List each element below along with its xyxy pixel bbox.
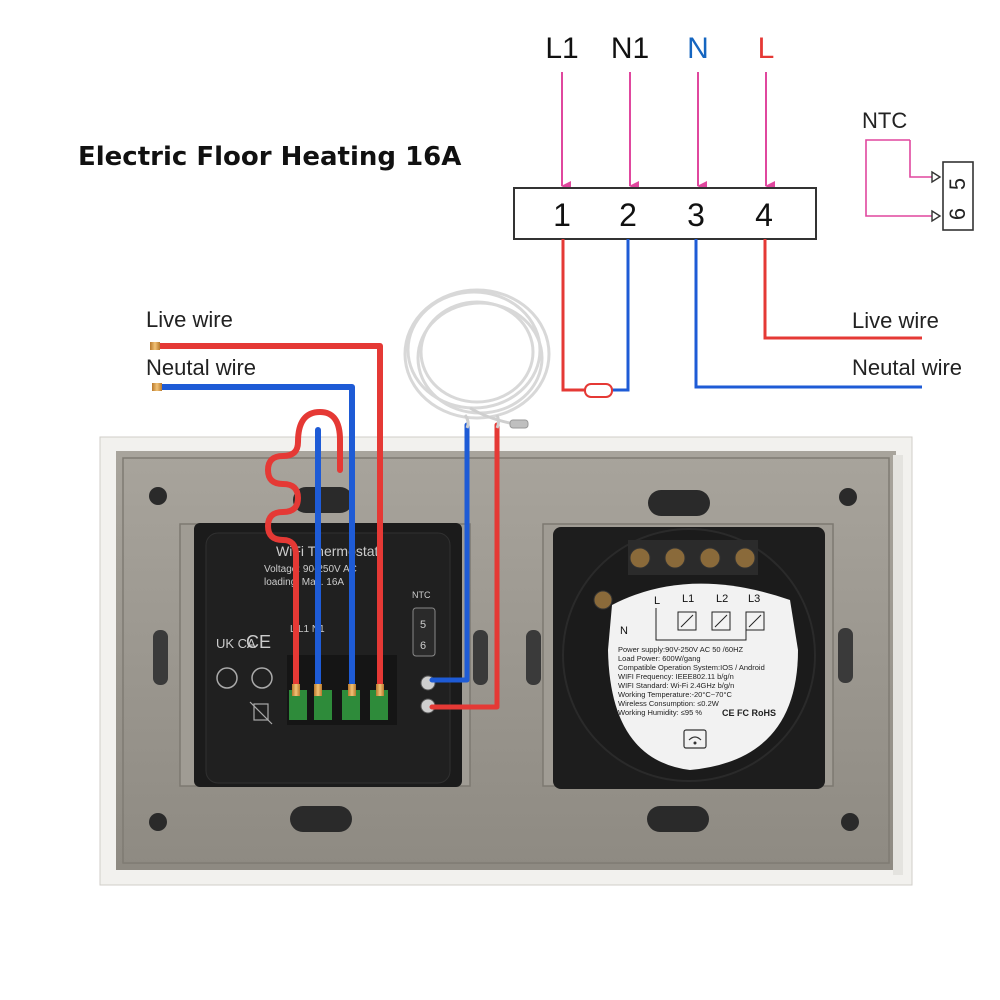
waste-bin-icon xyxy=(249,701,273,725)
heater-symbol xyxy=(584,383,613,398)
diagram-title: Electric Floor Heating 16A xyxy=(78,142,461,172)
ntc-label: NTC xyxy=(862,108,907,133)
ntc-sensor-coil xyxy=(403,288,551,429)
thermostat-module: WiFi Thermostat Voltage: 90-250V AC load… xyxy=(194,523,462,787)
wire-terminal-1-red xyxy=(561,239,586,392)
switch-module: L L1 L2 L3 N Power supply:90V-250V AC 50… xyxy=(553,527,825,789)
ntc-pin-5: 5 xyxy=(945,178,970,190)
terminal-arrows xyxy=(561,72,775,191)
switch-spec-3: WIFI Frequency: IEEE802.11 b/g/n xyxy=(618,672,734,681)
thermostat-load-text: loading: Max. 16A xyxy=(264,577,344,588)
left-neutral-wire xyxy=(157,384,355,691)
terminal-label-l: L xyxy=(758,32,775,65)
terminal-block xyxy=(513,187,817,240)
ntc-red-wire xyxy=(429,422,500,710)
switch-spec-5: Working Temperature:-20°C~70°C xyxy=(618,690,732,699)
switch-cert-marks: CE FC RoHS xyxy=(722,708,776,718)
switch-label-l1: L1 xyxy=(682,593,694,605)
right-neutral-wire-label: Neutal wire xyxy=(852,355,962,380)
switch-label-n: N xyxy=(620,625,628,637)
switch-label-l3: L3 xyxy=(748,593,760,605)
switch-label-l: L xyxy=(654,595,660,607)
ntc-pin-6: 6 xyxy=(945,208,970,220)
recycle-icon xyxy=(251,667,273,689)
thermostat-terminal-text: L L1 N1 xyxy=(290,624,325,635)
ntc-blue-wire xyxy=(429,422,470,683)
switch-spec-1: Load Power: 600W/gang xyxy=(618,654,701,663)
thermostat-ntc-label: NTC xyxy=(412,590,431,600)
thermostat-ukca-mark: UK CA xyxy=(216,636,256,651)
wire-terminal-4-red xyxy=(763,239,922,340)
terminal-number-3: 3 xyxy=(687,197,705,233)
heater-red-wire xyxy=(265,409,343,691)
terminal-number-1: 1 xyxy=(553,197,571,233)
wire-terminal-2-blue xyxy=(611,239,630,392)
left-live-wire xyxy=(155,343,383,691)
terminal-label-n: N xyxy=(687,32,709,65)
left-neutral-wire-label: Neutal wire xyxy=(146,355,256,380)
person-icon xyxy=(216,667,238,689)
switch-circuit-symbol xyxy=(655,608,765,641)
terminal-label-n1: N1 xyxy=(611,32,649,65)
switch-spec-4: WIFI Standard: Wi-Fi 2.4GHz b/g/n xyxy=(618,681,734,690)
thermostat-voltage-text: Voltage: 90-250V AC xyxy=(264,564,357,575)
left-live-wire-label: Live wire xyxy=(146,307,233,332)
terminal-label-l1: L1 xyxy=(545,32,578,65)
wifi-icon xyxy=(683,729,707,749)
switch-spec-7: Working Humidity: ≤95 % xyxy=(618,708,702,717)
switch-spec-0: Power supply:90V-250V AC 50 /60HZ xyxy=(618,645,743,654)
wire-terminal-3-blue xyxy=(694,239,922,389)
thermostat-ce-mark: CE xyxy=(246,632,271,652)
wire-tips xyxy=(150,342,384,696)
switch-spec-6: Wireless Consumption: ≤0.2W xyxy=(618,699,720,708)
thermostat-ntc-pin-6: 6 xyxy=(420,640,426,652)
switch-spec-2: Compatible Operation System:IOS / Androi… xyxy=(618,663,765,672)
switch-label-l2: L2 xyxy=(716,593,728,605)
terminal-number-4: 4 xyxy=(755,197,773,233)
ntc-symbol: 5 6 xyxy=(865,139,974,231)
module-wires xyxy=(155,343,500,710)
thermostat-ntc-pin-5: 5 xyxy=(420,619,426,631)
right-live-wire-label: Live wire xyxy=(852,308,939,333)
terminal-wires xyxy=(561,239,922,392)
terminal-number-2: 2 xyxy=(619,197,637,233)
